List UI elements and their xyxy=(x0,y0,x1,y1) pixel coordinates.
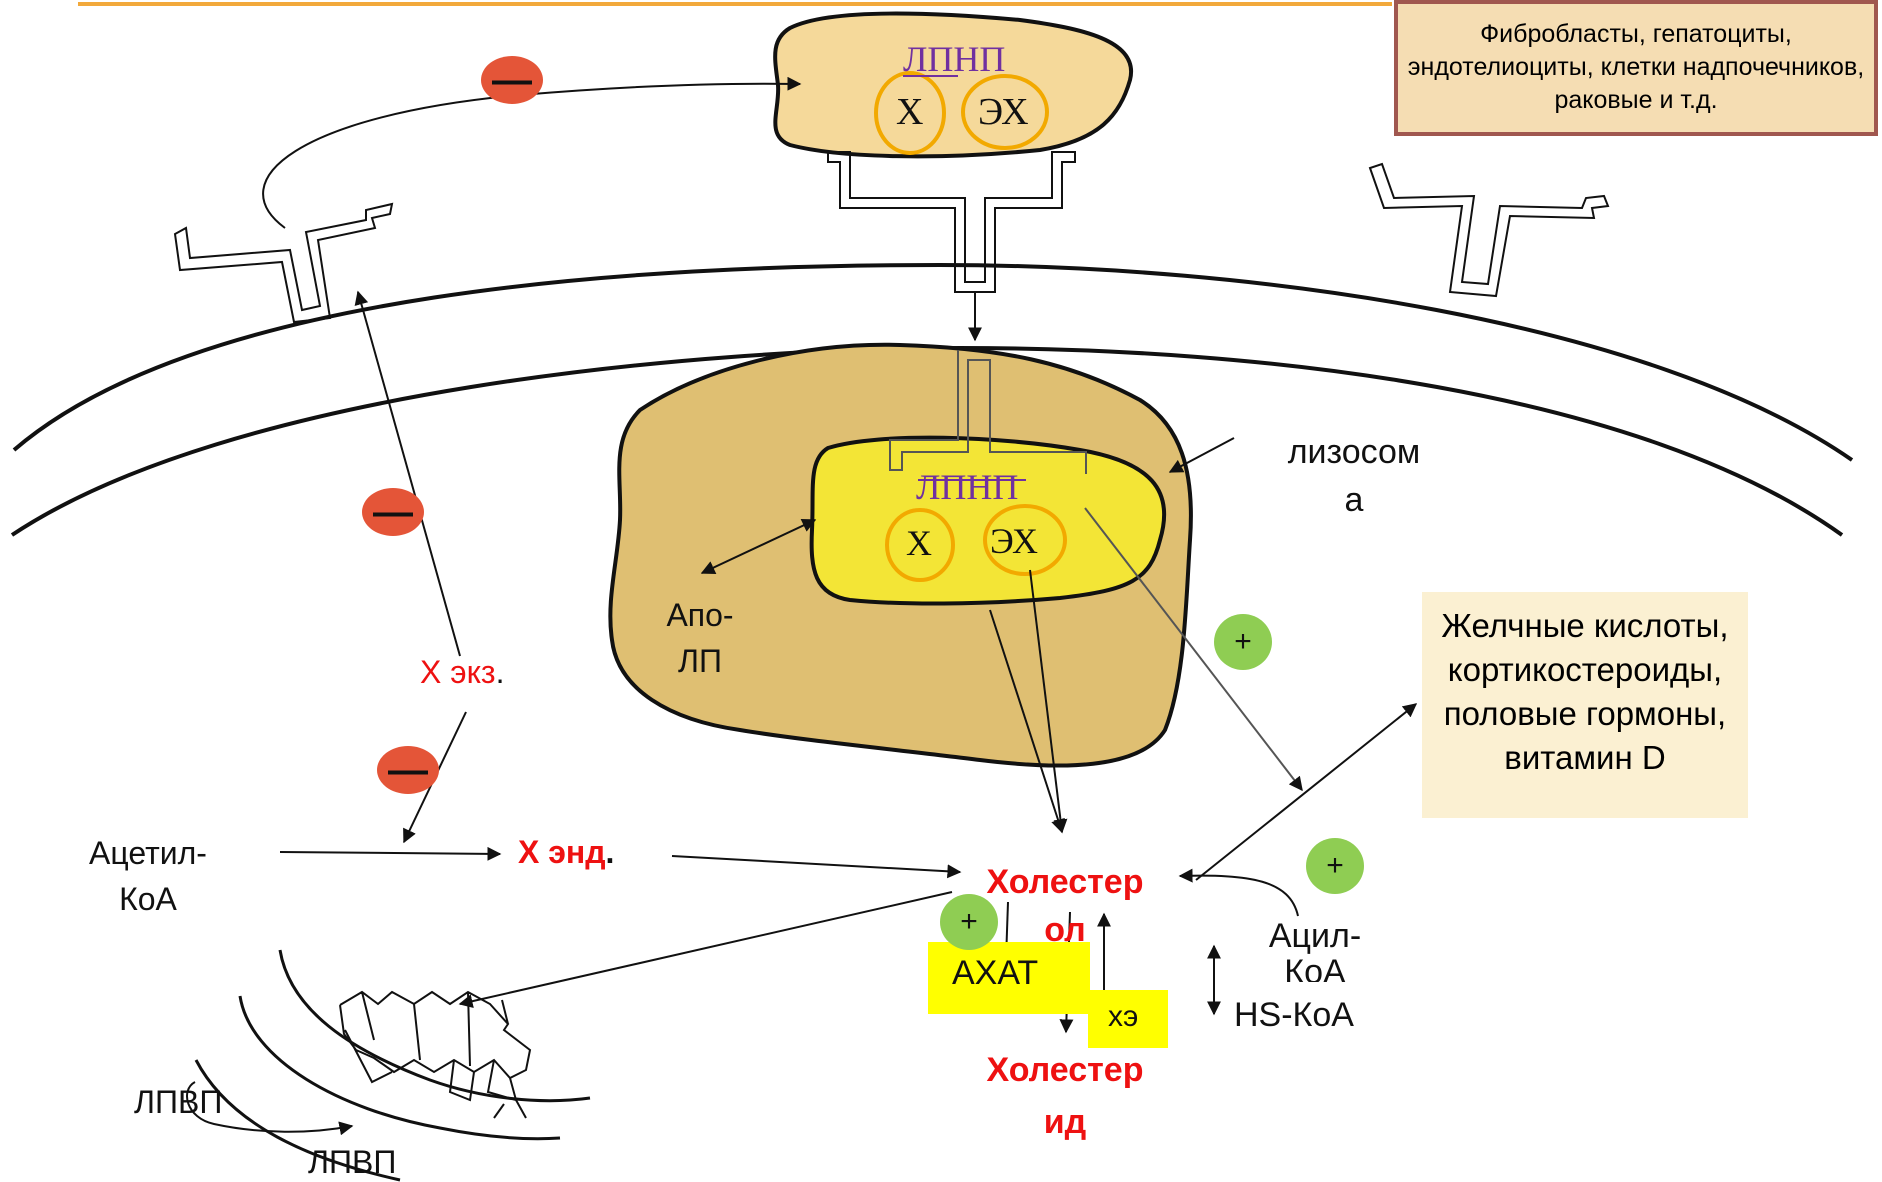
lysosome-pointer-arrow xyxy=(1168,437,1235,473)
acyl-coa-line1: Ацил- xyxy=(1268,918,1362,955)
lysosome-label-line1: лизосом xyxy=(1287,433,1421,471)
lys-chol-arrow-2 xyxy=(1029,569,1068,834)
receptor-top xyxy=(827,151,1076,293)
x-endo-text: Х энд xyxy=(518,834,606,870)
acetyl-coa-label: Ацетил- КоА xyxy=(58,830,238,922)
ldl-x-label: Х xyxy=(896,91,924,133)
che-highlight xyxy=(1088,990,1168,1048)
lys-x-label: Х xyxy=(906,523,932,563)
acyl-coa-label: Ацил- КоА xyxy=(1250,918,1380,982)
chol-to-products-arrow xyxy=(1195,703,1418,881)
products-box: Желчные кислоты, кортикостероиды, половы… xyxy=(1422,592,1748,818)
acyl-to-chol-arrow xyxy=(1178,868,1299,917)
cholesterol-line1: Холестер xyxy=(986,863,1144,901)
inhibit-sign-mid: — xyxy=(362,488,424,536)
steroid-structure xyxy=(339,990,532,1119)
apo-arrow xyxy=(700,519,817,574)
membrane-outer xyxy=(12,262,1854,462)
ldl-vesicle xyxy=(773,11,1134,159)
che-label: хэ xyxy=(1108,1000,1139,1033)
hs-coa-label: HS-КоА xyxy=(1234,996,1354,1034)
ldl-ex-label: ЭХ xyxy=(978,91,1029,133)
activate-sign-acat: + xyxy=(940,894,998,950)
apo-lp-label: Апо- ЛП xyxy=(640,592,760,684)
acetyl-coa-line2: КоА xyxy=(119,881,177,917)
activate-sign-lys: + xyxy=(1214,614,1272,670)
activate-sign-right: + xyxy=(1306,838,1364,894)
lysosome-label-line2: а xyxy=(1344,481,1364,519)
feedback-curve xyxy=(262,76,802,229)
x-endo-label: Х энд. xyxy=(518,834,614,871)
hdl-arc-2 xyxy=(238,995,561,1141)
acat-highlight xyxy=(928,942,1090,1014)
product-2: кортикостероиды, xyxy=(1447,651,1723,688)
apo-lp-line1: Апо- xyxy=(666,597,734,633)
x-exo-text: Х экз xyxy=(420,654,496,690)
receptor-left xyxy=(173,202,394,324)
inhibit-sign-low: — xyxy=(377,746,439,794)
lysosome-receptor xyxy=(889,350,1087,474)
cell-types-box: Фибробласты, гепатоциты, эндотелиоциты, … xyxy=(1394,0,1878,136)
lys-chol-arrow-1 xyxy=(989,609,1065,834)
hdl-arc-1 xyxy=(278,949,591,1103)
lys-regulation-arrow xyxy=(1084,507,1303,792)
ldl-ex-ring xyxy=(961,74,1049,150)
chol-to-hdl-arrow xyxy=(458,891,953,1009)
inhibit-sign-top: — xyxy=(481,56,543,104)
apo-lp-line2: ЛП xyxy=(678,643,722,679)
cell-types-text: Фибробласты, гепатоциты, эндотелиоциты, … xyxy=(1407,20,1865,114)
acetyl-to-x-endo-arrow xyxy=(279,846,502,861)
product-3: половые гормоны, xyxy=(1443,695,1727,732)
hdl-label-1: ЛПВП xyxy=(134,1084,223,1120)
lysosome-core xyxy=(809,435,1167,606)
lys-ldl-label: ЛПНП xyxy=(916,467,1019,507)
receptor-right xyxy=(1368,162,1610,298)
x-exo-dot: . xyxy=(495,654,505,690)
lys-ex-ring xyxy=(983,504,1067,576)
lys-ex-label: ЭХ xyxy=(990,521,1038,561)
cholesteride-line2: ид xyxy=(1043,1103,1087,1141)
acetyl-coa-line1: Ацетил- xyxy=(89,835,207,871)
product-1: Желчные кислоты, xyxy=(1441,607,1729,644)
ldl-x-ring xyxy=(874,71,946,155)
hdl-label-2: ЛПВП xyxy=(308,1144,397,1180)
acat-label: АХАТ xyxy=(952,954,1039,992)
ldl-label: ЛПНП xyxy=(903,39,1006,79)
x-exo-label: Х экз. xyxy=(420,654,504,691)
cholesteride-line1: Холестер xyxy=(986,1051,1144,1089)
x-exo-to-receptor-arrow xyxy=(354,290,461,657)
x-endo-to-chol-arrow xyxy=(671,855,962,879)
acyl-coa-line2: КоА xyxy=(1284,953,1346,982)
product-4: витамин D xyxy=(1504,739,1666,776)
hdl-arc-3 xyxy=(194,1059,401,1182)
lysosome-label: лизосом а xyxy=(1264,428,1444,524)
cholesteride-label: Холестер ид xyxy=(960,1044,1170,1148)
hdl-conversion-arrow xyxy=(186,1081,354,1136)
lys-x-ring xyxy=(885,508,955,582)
x-endo-dot: . xyxy=(605,834,615,870)
